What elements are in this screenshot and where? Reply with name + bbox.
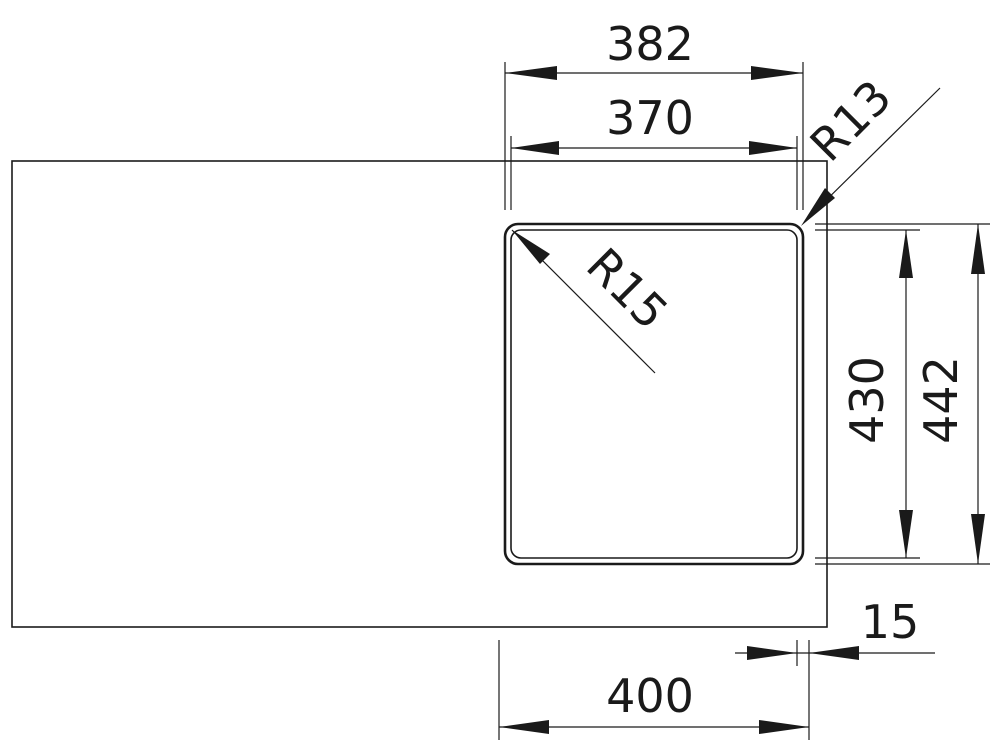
- label-rim-offset: 15: [861, 595, 920, 649]
- label-cabinet-width: 400: [606, 669, 694, 723]
- dimension-rim-offset: 15: [735, 595, 935, 666]
- bowl-inner-contour: [510, 229, 798, 559]
- dimension-outer-width: 382: [504, 17, 804, 210]
- dimension-outer-depth: 442: [815, 223, 990, 565]
- label-outer-width: 382: [606, 17, 694, 71]
- bowl-outer-contour: [503, 222, 805, 566]
- label-inner-depth: 430: [840, 356, 894, 444]
- dimension-inner-depth: 430: [815, 229, 920, 559]
- label-inner-width: 370: [606, 91, 694, 145]
- label-radius-inner: R15: [576, 238, 678, 340]
- dimension-inner-width: 370: [510, 91, 798, 210]
- label-radius-outer: R13: [800, 70, 902, 172]
- dimension-radius-outer: R13: [800, 70, 941, 226]
- dimension-radius-inner: R15: [511, 229, 678, 374]
- dimension-cabinet-width: 400: [498, 640, 810, 740]
- label-outer-depth: 442: [914, 356, 968, 444]
- drainer-outline: [11, 160, 828, 628]
